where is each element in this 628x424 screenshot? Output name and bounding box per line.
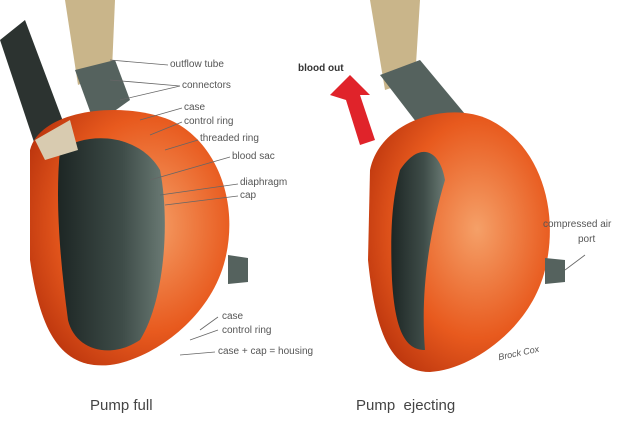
label-diaphragm: diaphragm <box>240 177 288 188</box>
label-blood-sac: blood sac <box>232 151 275 162</box>
label-threaded-ring: threaded ring <box>200 133 259 144</box>
label-housing: case + cap = housing <box>218 346 314 357</box>
air-port <box>545 258 565 284</box>
label-connectors: connectors <box>182 80 231 91</box>
label-case-bottom: case <box>222 311 244 322</box>
label-cap: cap <box>240 190 257 201</box>
label-outflow-tube: outflow tube <box>170 59 224 70</box>
valve <box>35 120 78 160</box>
label-control-ring: control ring <box>184 116 234 127</box>
label-port: port <box>578 234 596 245</box>
left-pump <box>0 0 248 366</box>
connector <box>75 60 130 125</box>
right-pump <box>330 0 586 372</box>
label-control-ring-bottom: control ring <box>222 325 272 336</box>
label-blood-out: blood out <box>298 63 344 74</box>
label-case: case <box>184 102 206 113</box>
caption-pump-full: Pump full <box>90 397 153 414</box>
blood-sac <box>57 138 165 351</box>
air-port <box>228 255 248 284</box>
label-compressed-air: compressed air <box>543 219 612 230</box>
blood-out-arrow <box>330 75 375 145</box>
caption-pump-ejecting: Pump ejecting <box>356 397 456 414</box>
blood-sac <box>391 151 445 350</box>
